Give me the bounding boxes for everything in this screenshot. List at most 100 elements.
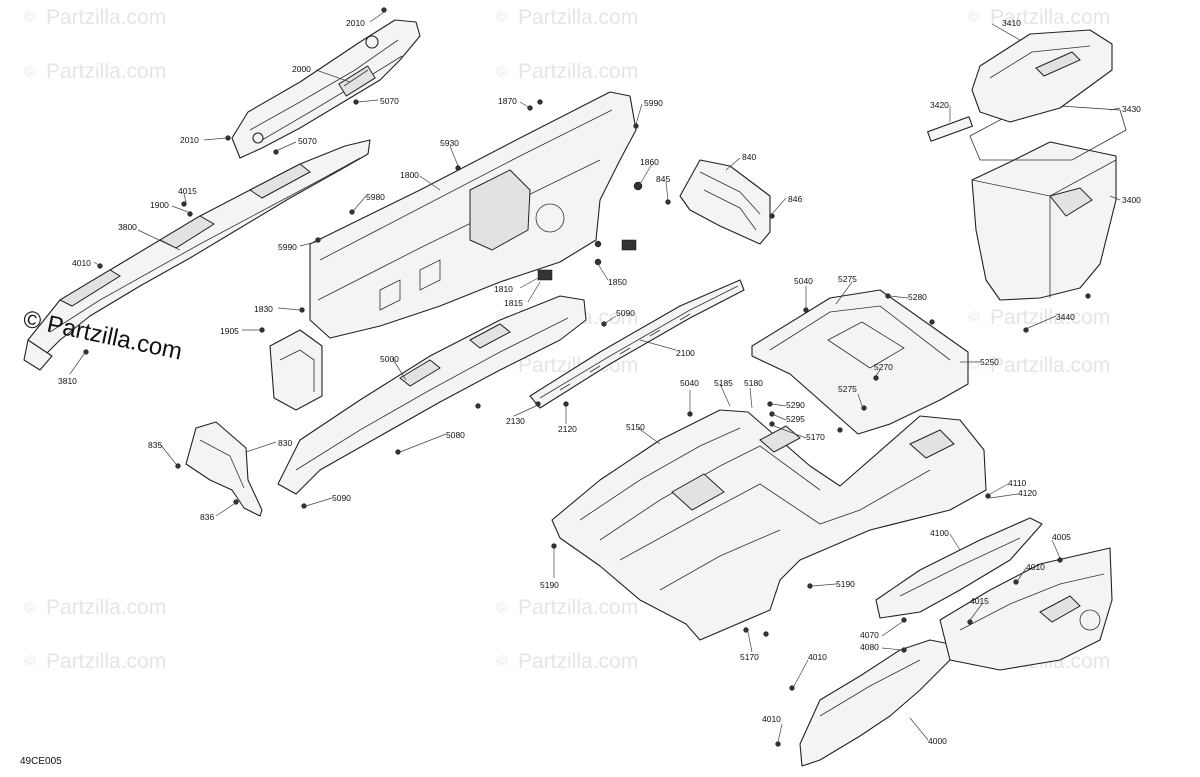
svg-text:©: © [968,309,979,326]
callout-3410: 3410 [1002,18,1021,28]
callout-5070: 5070 [380,96,399,106]
svg-text:©: © [496,9,507,26]
callout-1810: 1810 [494,284,513,294]
callout-4015: 4015 [178,186,197,196]
svg-text:©: © [24,63,35,80]
callout-5990: 5990 [278,242,297,252]
callout-5275: 5275 [838,384,857,394]
part-4000-right-rail [799,547,1113,767]
svg-text:©: © [496,653,507,670]
callout-labels: 2010 2000 5070 2010 5070 4015 1900 3800 … [58,18,1141,746]
callout-836: 836 [200,512,214,522]
callout-5150: 5150 [626,422,645,432]
callout-5180: 5180 [744,378,763,388]
callout-2100: 2100 [676,348,695,358]
callout-830: 830 [278,438,292,448]
svg-text:Partzilla.com: Partzilla.com [518,60,638,83]
callout-5990: 5990 [644,98,663,108]
callout-4110: 4110 [1008,478,1027,488]
callout-5185: 5185 [714,378,733,388]
callout-1800: 1800 [400,170,419,180]
svg-text:©: © [496,309,507,326]
svg-text:Partzilla.com: Partzilla.com [518,596,638,619]
svg-text:©: © [496,63,507,80]
callout-3440: 3440 [1056,312,1075,322]
part-4100-rail-cover [875,517,1043,619]
part-5000-lower-rail [277,295,587,495]
svg-text:©: © [496,599,507,616]
callout-1870: 1870 [498,96,517,106]
callout-2010: 2010 [180,135,199,145]
callout-1900: 1900 [150,200,169,210]
diagram-code: 49CE005 [20,756,62,767]
svg-text:Partzilla.com: Partzilla.com [46,60,166,83]
callout-835: 835 [148,440,162,450]
leader-lines [69,11,1121,743]
svg-text:©: © [24,599,35,616]
svg-text:Partzilla.com: Partzilla.com [990,6,1110,29]
part-3400-storage-box [971,141,1117,301]
callout-1830: 1830 [254,304,273,314]
callout-840: 840 [742,152,756,162]
part-5150-floor-pan [551,409,987,641]
callout-5070: 5070 [298,136,317,146]
callout-3430: 3430 [1122,104,1141,114]
svg-text:Partzilla.com: Partzilla.com [46,6,166,29]
callout-2130: 2130 [506,416,525,426]
svg-text:Partzilla.com: Partzilla.com [990,354,1110,377]
callout-5930: 5930 [440,138,459,148]
callout-4080: 4080 [860,642,879,652]
callout-3800: 3800 [118,222,137,232]
part-2100-center-rail [529,279,745,409]
svg-text:©: © [24,9,35,26]
callout-4015: 4015 [970,596,989,606]
callout-4005: 4005 [1052,532,1071,542]
callout-1815: 1815 [504,298,523,308]
callout-5290: 5290 [786,400,805,410]
callout-5170: 5170 [806,432,825,442]
callout-3420: 3420 [930,100,949,110]
svg-text:©: © [24,653,35,670]
callout-5275: 5275 [838,274,857,284]
part-830-guard [185,421,263,517]
callout-845: 845 [656,174,670,184]
callout-5190: 5190 [836,579,855,589]
callout-2000: 2000 [292,64,311,74]
callout-4100: 4100 [930,528,949,538]
callout-4010: 4010 [72,258,91,268]
svg-text:©: © [968,357,979,374]
callout-5040: 5040 [794,276,813,286]
callout-5080: 5080 [446,430,465,440]
part-840-guard [679,159,771,245]
svg-text:Partzilla.com: Partzilla.com [518,6,638,29]
callout-5270: 5270 [874,362,893,372]
callout-2010: 2010 [346,18,365,28]
callout-846: 846 [788,194,802,204]
callout-5190: 5190 [540,580,559,590]
callout-3810: 3810 [58,376,77,386]
callout-1850: 1850 [608,277,627,287]
callout-5295: 5295 [786,414,805,424]
callout-5250: 5250 [980,357,999,367]
callout-5000: 5000 [380,354,399,364]
callout-1860: 1860 [640,157,659,167]
callout-1905: 1905 [220,326,239,336]
callout-5980: 5980 [366,192,385,202]
callout-4010: 4010 [808,652,827,662]
svg-text:Partzilla.com: Partzilla.com [46,596,166,619]
part-5250-floor-panel [751,289,969,435]
callout-4120: 4120 [1018,488,1037,498]
callout-4000: 4000 [928,736,947,746]
part-3410-lid [971,29,1113,123]
svg-text:©: © [968,9,979,26]
part-2000-bracket [231,19,421,159]
callout-5170: 5170 [740,652,759,662]
part-3420-latch [927,116,973,142]
callout-2120: 2120 [558,424,577,434]
callout-5090: 5090 [332,493,351,503]
callout-4010: 4010 [762,714,781,724]
callout-4070: 4070 [860,630,879,640]
callout-3400: 3400 [1122,195,1141,205]
svg-text:Partzilla.com: Partzilla.com [518,650,638,673]
